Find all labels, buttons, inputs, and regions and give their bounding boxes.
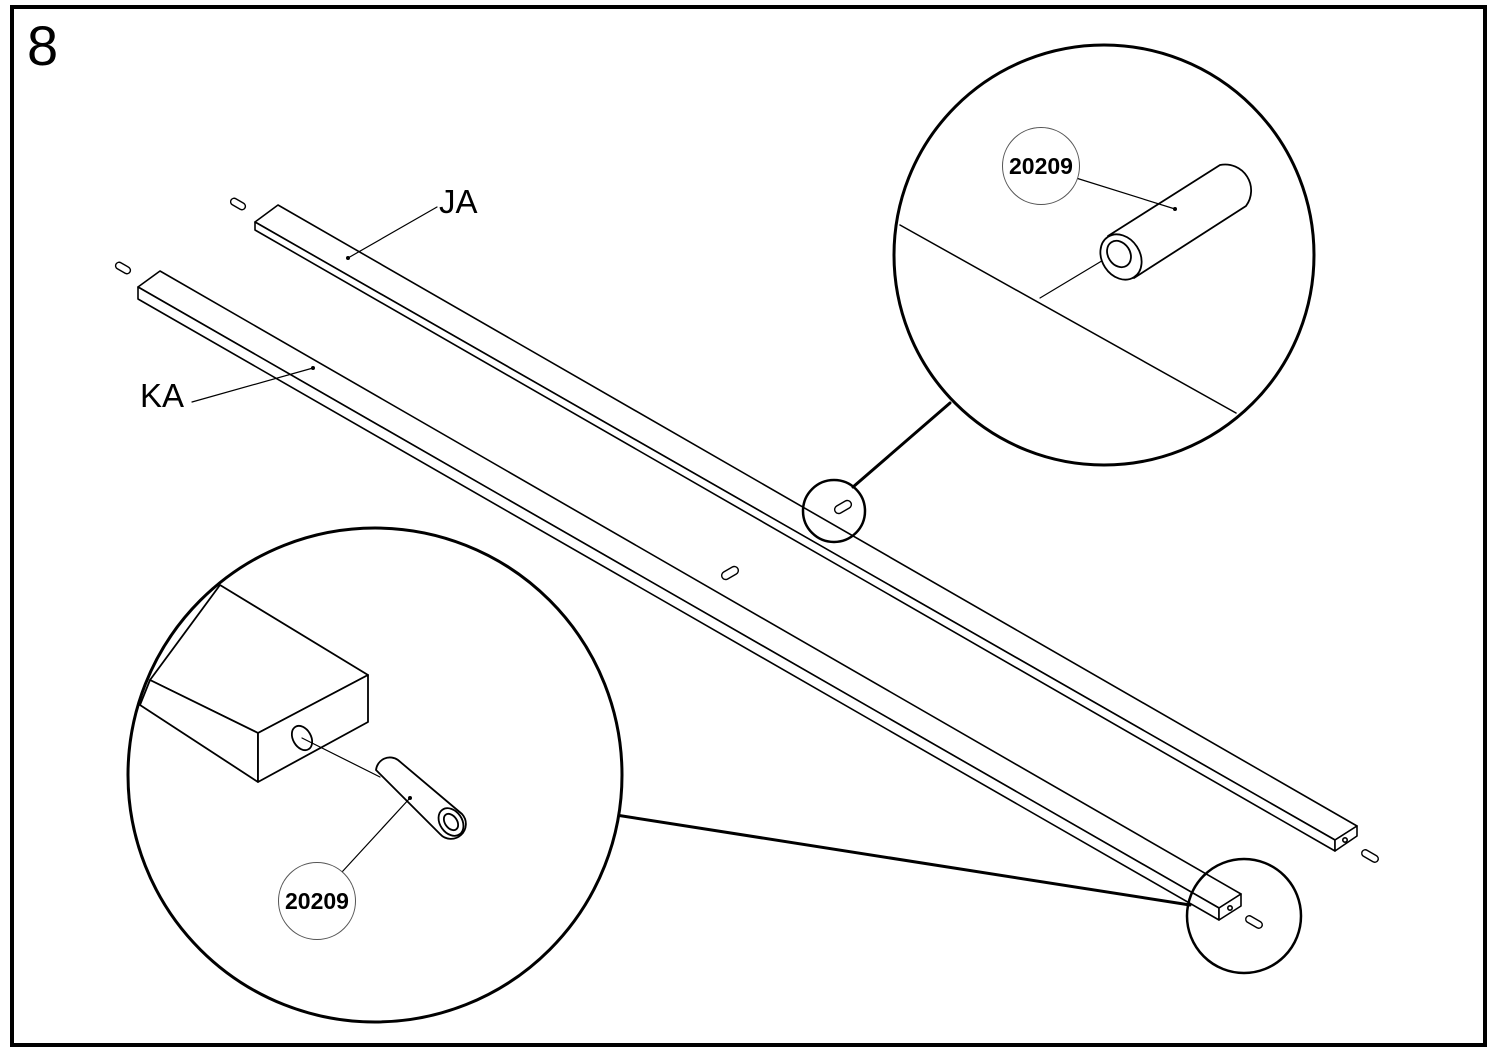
leader-line-ka (191, 367, 314, 403)
rail-end-detail (139, 584, 369, 783)
instruction-frame (10, 5, 1487, 1047)
part-number-callout-top: 20209 (1002, 127, 1080, 205)
rail-label-ja: JA (439, 183, 478, 220)
dowel-icon (114, 197, 1379, 929)
dowel-detail-bottom (375, 756, 467, 840)
part-number-callout-bottom: 20209 (278, 862, 356, 940)
rail-label-ka: KA (140, 377, 185, 414)
rail-ka (137, 270, 1242, 921)
zoom-marker-top (801, 478, 867, 544)
leader-line-ja (347, 206, 438, 259)
dowel-detail-top (1099, 163, 1253, 281)
zoom-marker-bottom (1185, 857, 1303, 975)
step-number: 8 (27, 14, 59, 77)
detail-zoom-bottom (126, 526, 1303, 1024)
detail-zoom-top (801, 43, 1316, 544)
